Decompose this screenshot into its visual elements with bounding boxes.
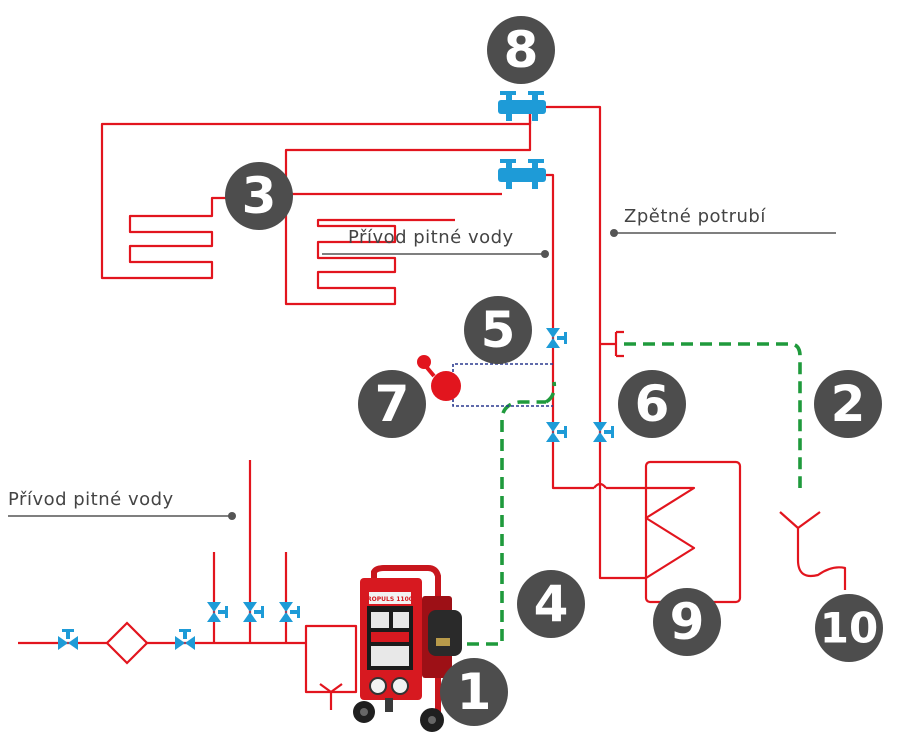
unit-handle <box>371 565 441 714</box>
valve-icon[interactable] <box>58 629 78 650</box>
unit-foot <box>385 698 393 712</box>
label-supply-lower: Přívod pitné vody <box>8 489 174 510</box>
boiler-return <box>598 470 646 580</box>
pressure-gauge-right <box>391 677 409 695</box>
badge-2: 2 <box>814 370 882 438</box>
badge-3: 3 <box>225 162 293 230</box>
badge-4-text: 4 <box>534 575 569 633</box>
badge-8: 8 <box>487 16 555 84</box>
badges: 1 2 3 4 5 6 7 8 <box>225 16 883 726</box>
badge-10-text: 10 <box>820 604 878 653</box>
unit-sticker <box>371 612 389 628</box>
return-top <box>545 105 602 470</box>
wheel-hub <box>428 716 436 724</box>
drain-funnel <box>779 511 847 590</box>
label-supply-upper: Přívod pitné vody <box>348 227 514 248</box>
valve-icon[interactable] <box>175 629 195 650</box>
bypass-loop <box>452 363 553 407</box>
valve-icon[interactable] <box>593 422 614 442</box>
label-return-pipe: Zpětné potrubí <box>624 206 766 227</box>
hose-network <box>448 342 802 646</box>
badge-5-text: 5 <box>481 301 516 359</box>
badge-2-text: 2 <box>831 375 866 433</box>
supply-tank-drain <box>319 683 343 710</box>
badge-10: 10 <box>815 594 883 662</box>
unit-sticker <box>371 646 409 666</box>
badge-9: 9 <box>653 588 721 656</box>
pressure-gauge-left <box>369 677 387 695</box>
boiler-tank <box>644 460 742 604</box>
valve-icon[interactable] <box>546 422 567 442</box>
manifold-icon[interactable] <box>498 159 546 189</box>
valve-icon[interactable] <box>279 602 300 622</box>
heating-loop-inner <box>284 107 532 306</box>
supply-down <box>533 173 594 490</box>
valve-icon[interactable] <box>207 602 228 622</box>
flushing-unit[interactable]: ROPULS 1100 <box>353 565 462 732</box>
badge-9-text: 9 <box>670 593 705 651</box>
unit-sticker <box>393 612 409 628</box>
unit-motor <box>428 610 462 656</box>
badge-3-text: 3 <box>242 167 277 225</box>
badge-5: 5 <box>464 296 532 364</box>
wheel-hub <box>360 708 368 716</box>
pressure-vessel-7 <box>431 371 461 401</box>
badge-6-text: 6 <box>635 375 670 433</box>
hose-return <box>624 342 802 488</box>
leader-dot <box>228 512 236 520</box>
hose-feed <box>448 400 546 646</box>
hose-feed-upper <box>544 381 557 404</box>
badge-1-text: 1 <box>457 663 492 721</box>
filter-icon <box>105 621 149 665</box>
badge-6: 6 <box>618 370 686 438</box>
manifold-8-icon[interactable] <box>498 91 546 121</box>
unit-outlet <box>436 638 450 646</box>
leaders <box>8 229 836 520</box>
badge-4: 4 <box>517 570 585 638</box>
badge-7: 7 <box>358 370 426 438</box>
badge-8-text: 8 <box>504 21 539 79</box>
badge-7-text: 7 <box>375 375 410 433</box>
valves <box>58 91 614 665</box>
badge-1: 1 <box>440 658 508 726</box>
heating-loop-outer <box>100 107 532 280</box>
supply-tank <box>304 624 358 694</box>
pressure-vessel-knob <box>417 355 431 369</box>
leader-dot <box>541 250 549 258</box>
valve-icon[interactable] <box>546 328 567 348</box>
return-stub <box>600 330 624 358</box>
leader-dot <box>610 229 618 237</box>
boiler-feed <box>606 486 696 579</box>
unit-model-label: ROPULS 1100 <box>367 596 413 603</box>
valve-icon[interactable] <box>243 602 264 622</box>
unit-label-strip <box>369 592 411 604</box>
unit-sticker <box>371 632 409 642</box>
